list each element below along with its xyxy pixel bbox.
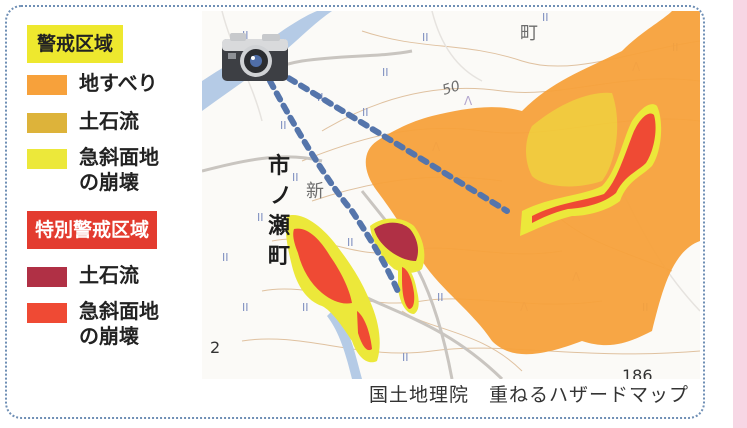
legend-item-debris-flow: 土石流: [27, 109, 139, 134]
landslide-area: [365, 11, 700, 355]
special-debris-center: [374, 222, 418, 261]
slope-warning-overlay: [526, 92, 618, 187]
legend-item-special-steep-slope: 急斜面地 の崩壊: [27, 299, 159, 349]
svg-text:II: II: [242, 301, 249, 314]
svg-text:II: II: [280, 119, 287, 132]
svg-text:II: II: [382, 66, 389, 79]
slope-warning-right: [520, 104, 662, 236]
landslide-swatch: [27, 75, 67, 95]
svg-text:II: II: [302, 301, 309, 314]
svg-text:II: II: [422, 31, 429, 44]
steep-slope-swatch: [27, 149, 67, 169]
place-char: 瀬: [268, 214, 290, 239]
shin-label: 新: [306, 181, 324, 202]
svg-text:II: II: [402, 351, 409, 364]
place-char: 町: [268, 244, 290, 269]
svg-text:Λ: Λ: [464, 94, 473, 108]
side-strip: [733, 0, 747, 428]
legend-label: 急斜面地 の崩壊: [79, 145, 159, 194]
elevation-label: 2: [210, 338, 220, 357]
svg-text:II: II: [362, 106, 369, 119]
legend-label: 地すべり: [79, 71, 158, 95]
elevation-label: 186: [622, 366, 653, 379]
special-slope-left-2: [357, 311, 372, 351]
legend-label: 急斜面地 の崩壊: [79, 299, 159, 348]
special-slope-center: [402, 267, 415, 309]
special-steep-slope-swatch: [27, 303, 67, 323]
svg-text:II: II: [222, 251, 229, 264]
special-debris-flow-swatch: [27, 267, 67, 287]
town-label: 町: [520, 23, 538, 44]
legend-label: 土石流: [79, 263, 139, 287]
legend-item-landslide: 地すべり: [27, 71, 158, 96]
svg-text:II: II: [347, 236, 354, 249]
source-caption: 国土地理院 重ねるハザードマップ: [368, 384, 689, 406]
special-warning-area-title: 特別警戒区域: [27, 211, 158, 249]
legend-item-steep-slope: 急斜面地 の崩壊: [27, 145, 159, 195]
warning-area-title: 警戒区域: [27, 25, 124, 63]
place-name: 市 ノ 瀬 町: [268, 153, 292, 269]
svg-text:II: II: [292, 171, 299, 184]
contour-label: 50: [440, 78, 462, 99]
special-slope-right: [532, 113, 656, 223]
legend-label: 土石流: [79, 109, 139, 133]
view-lines: [267, 68, 510, 299]
special-slope-left: [293, 228, 352, 304]
legend-item-special-debris-flow: 土石流: [27, 263, 139, 288]
place-char: 市: [268, 153, 290, 179]
camera-icon: [222, 33, 288, 81]
svg-text:II: II: [542, 11, 549, 24]
svg-text:II: II: [437, 291, 444, 304]
hazard-map-panel: 警戒区域 地すべり 土石流 急斜面地 の崩壊 特別警戒区域 土石流 急斜面地 の…: [5, 5, 705, 419]
svg-text:II: II: [257, 211, 264, 224]
legend: 警戒区域 地すべり 土石流 急斜面地 の崩壊 特別警戒区域 土石流 急斜面地 の…: [7, 7, 197, 387]
debris-flow-swatch: [27, 113, 67, 133]
stream: [327, 311, 362, 379]
place-char: ノ: [270, 184, 292, 209]
